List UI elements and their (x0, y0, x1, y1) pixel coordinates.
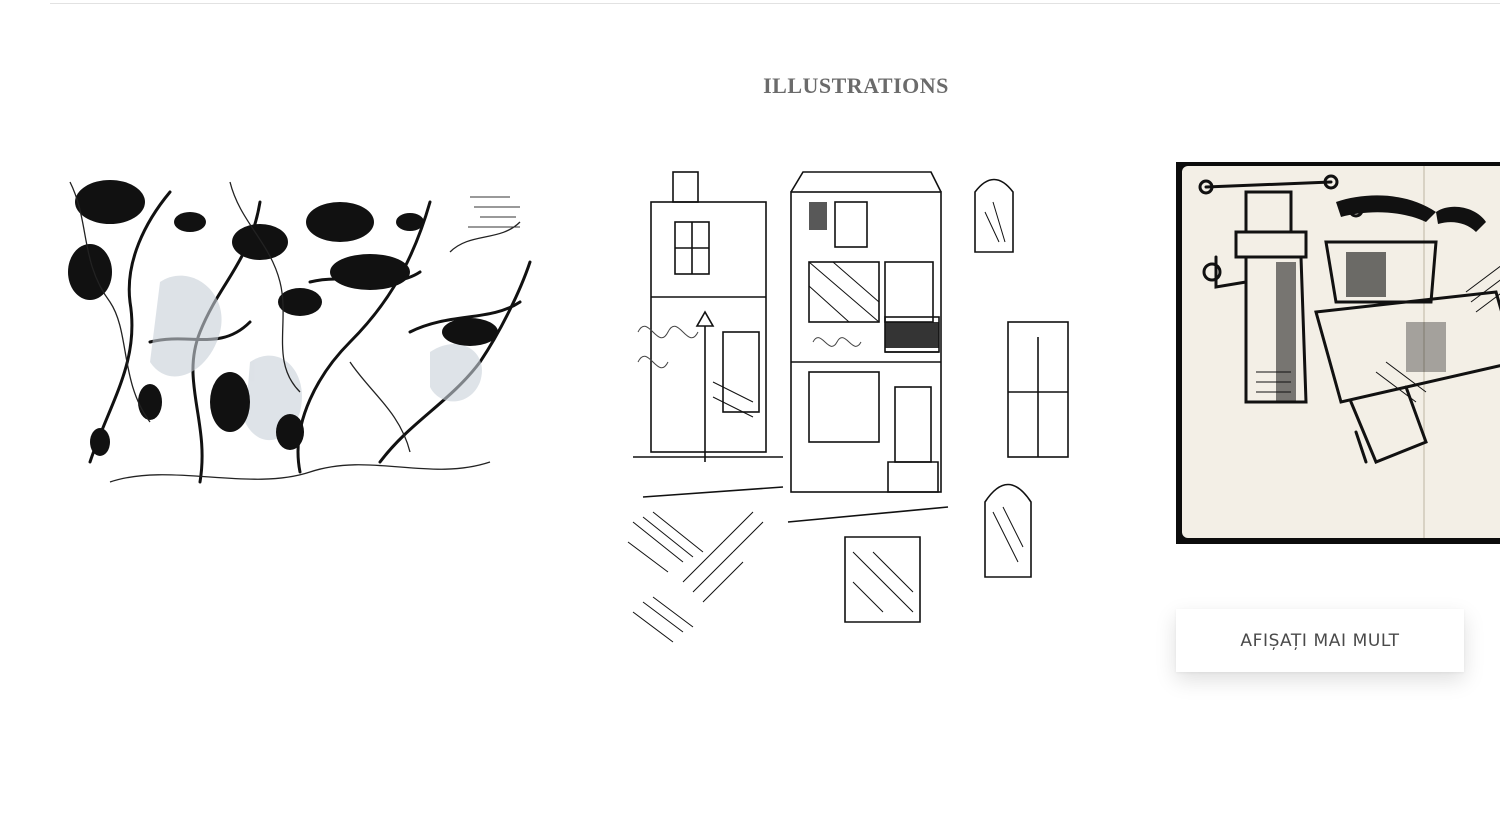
top-divider (50, 3, 1500, 4)
gallery-item-townhouses[interactable] (613, 162, 1097, 662)
gallery-item-faucets[interactable] (1176, 162, 1500, 544)
faucets-sketch-image (1176, 162, 1500, 544)
trees-sketch-image (50, 162, 534, 500)
townhouses-sketch-image (613, 162, 1097, 662)
show-more-button[interactable]: AFIȘAȚI MAI MULT (1176, 609, 1464, 672)
gallery-item-trees[interactable] (50, 162, 534, 500)
section-title: ILLUSTRATIONS (763, 73, 949, 98)
